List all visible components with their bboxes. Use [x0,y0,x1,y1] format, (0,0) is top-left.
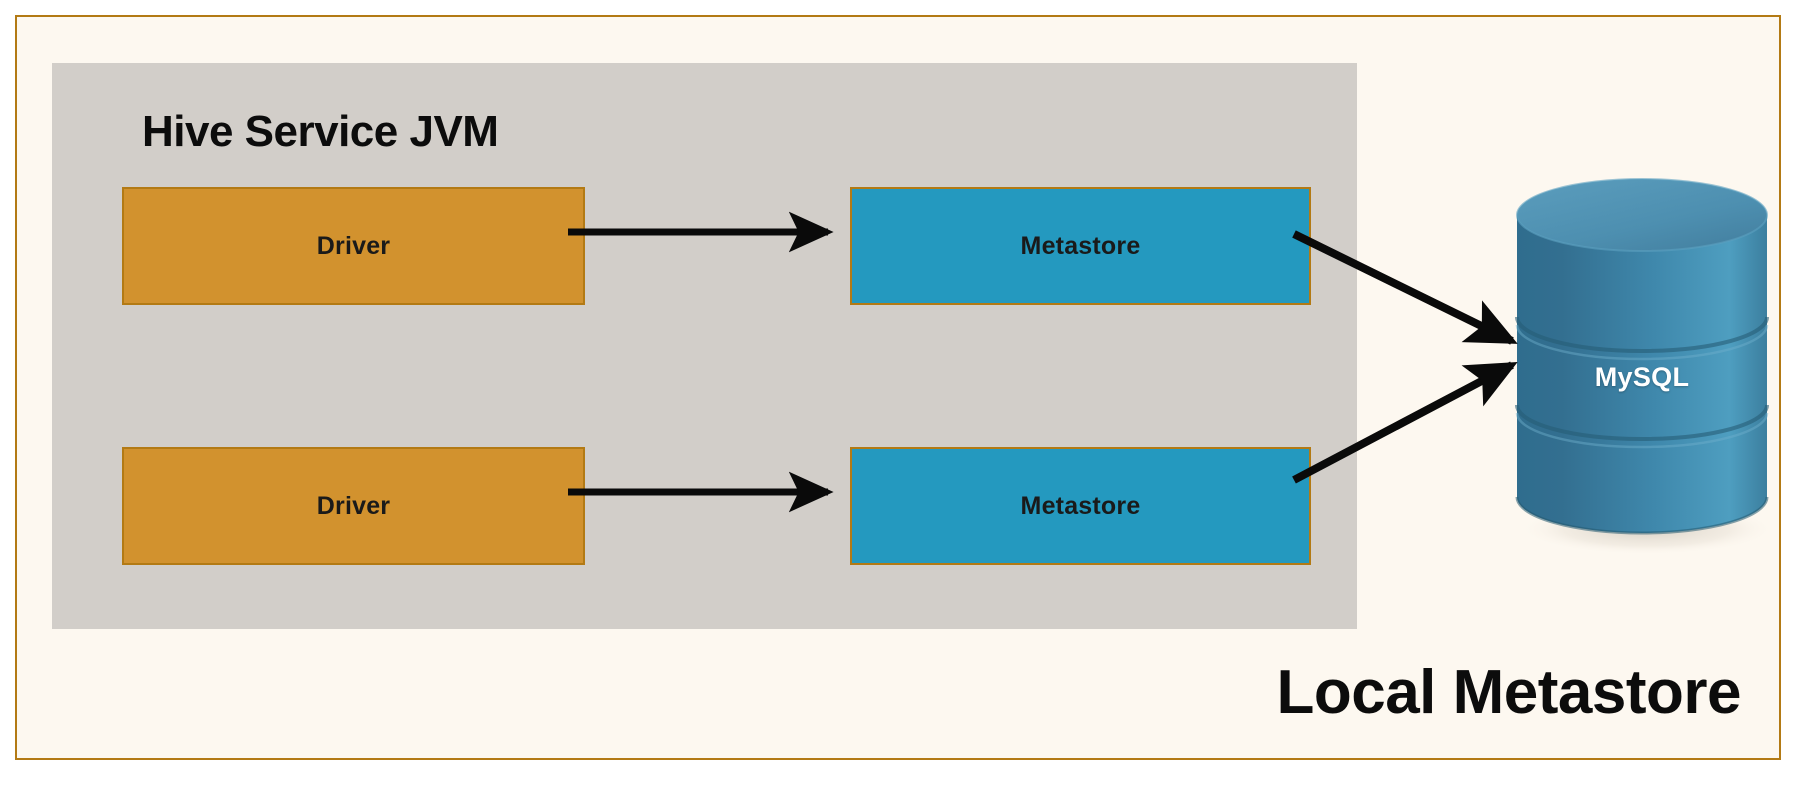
mysql-database-cylinder-icon [1507,177,1777,557]
driver-box-2[interactable]: Driver [122,447,585,565]
hive-service-jvm-title: Hive Service JVM [142,107,499,156]
mysql-database-label: MySQL [1594,362,1690,392]
diagram-caption: Local Metastore [1276,658,1741,727]
metastore-box-1[interactable]: Metastore [850,187,1311,305]
driver-box-1[interactable]: Driver [122,187,585,305]
metastore-box-2[interactable]: Metastore [850,447,1311,565]
diagram-frame: Hive Service JVM Driver Driver Metastore… [15,15,1781,760]
